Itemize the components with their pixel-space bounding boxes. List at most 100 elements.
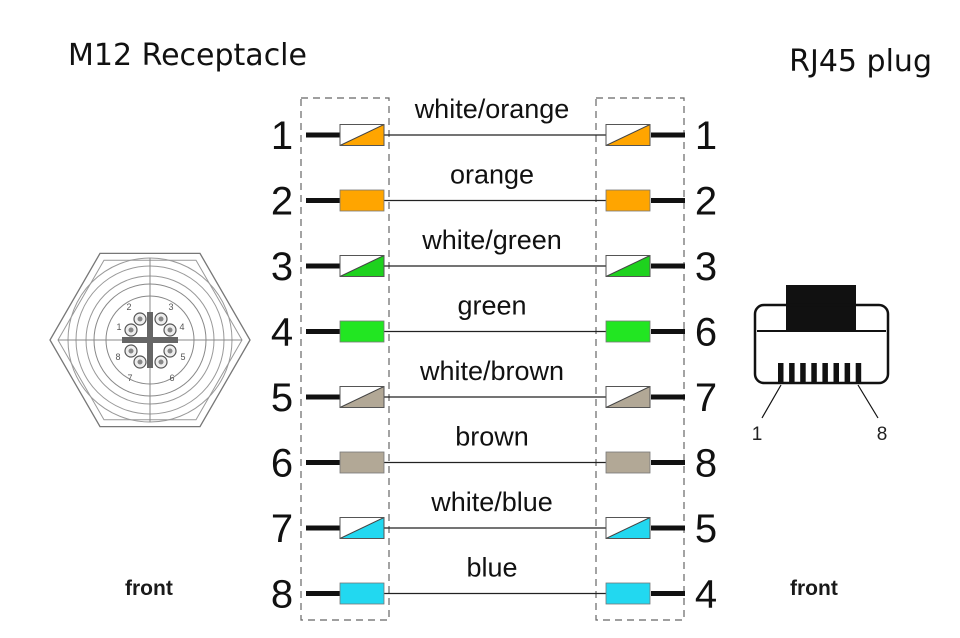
m12-pin-hole bbox=[167, 327, 173, 333]
wire-color-label: orange bbox=[450, 160, 534, 190]
right-wire-swatch bbox=[605, 189, 651, 212]
m12-receptacle-title: M12 Receptacle bbox=[68, 38, 307, 73]
rj45-contact bbox=[789, 363, 795, 382]
rj45-contact bbox=[778, 363, 784, 382]
left-wire-swatch bbox=[339, 189, 385, 212]
right-wire-diagonal bbox=[605, 386, 651, 408]
right-wire-swatch-border bbox=[605, 124, 651, 146]
m12-face-number: 3 bbox=[168, 302, 173, 312]
rj45-front-label: front bbox=[790, 577, 838, 600]
left-pin-number: 7 bbox=[271, 507, 293, 551]
right-pin-number: 1 bbox=[695, 114, 717, 158]
right-wire-swatch-border bbox=[605, 386, 651, 408]
wire-color-label: white/green bbox=[421, 225, 562, 255]
left-pin-stub bbox=[306, 525, 340, 531]
left-pin-stub bbox=[306, 198, 340, 203]
rj45-contact bbox=[822, 363, 828, 382]
left-pin-number: 8 bbox=[271, 573, 293, 617]
left-pin-stub bbox=[306, 263, 340, 269]
wire-color-label: blue bbox=[466, 553, 517, 583]
wire-color-label: white/brown bbox=[419, 356, 564, 386]
right-pin-stub bbox=[651, 591, 685, 596]
right-pin-number: 5 bbox=[695, 507, 717, 551]
rj45-contact bbox=[800, 363, 806, 382]
left-wire-swatch-border bbox=[339, 517, 385, 539]
left-wire-swatch-border bbox=[339, 124, 385, 146]
right-wire-diagonal bbox=[605, 255, 651, 277]
wire-color-label: brown bbox=[455, 422, 529, 452]
rj45-pin1-leader bbox=[761, 384, 782, 419]
right-wire-swatch bbox=[605, 582, 651, 605]
right-pin-number: 6 bbox=[695, 311, 717, 355]
left-wire-swatch-border bbox=[339, 386, 385, 408]
m12-pin-hole bbox=[128, 348, 134, 354]
left-wire-diagonal bbox=[339, 124, 385, 146]
rj45-contact bbox=[833, 363, 839, 382]
right-pin-stub bbox=[651, 460, 685, 465]
left-pin-number: 3 bbox=[271, 245, 293, 289]
rj45-pin8-leader bbox=[857, 384, 879, 419]
left-pin-stub bbox=[306, 329, 340, 334]
wire-row: 6 8 brown bbox=[271, 422, 717, 486]
m12-face-number: 7 bbox=[127, 373, 132, 383]
left-pin-number: 1 bbox=[271, 114, 293, 158]
left-wire-diagonal bbox=[339, 517, 385, 539]
left-pin-number: 6 bbox=[271, 442, 293, 486]
rj45-contact bbox=[855, 363, 862, 382]
m12-pin-hole bbox=[158, 359, 164, 365]
m12-face-number: 2 bbox=[126, 302, 131, 312]
wire-row: 5 7 white/brown bbox=[271, 356, 717, 420]
left-pin-number: 5 bbox=[271, 376, 293, 420]
left-pin-number: 4 bbox=[271, 311, 293, 355]
rj45-plug-title: RJ45 plug bbox=[789, 44, 932, 79]
right-pin-stub bbox=[651, 394, 685, 400]
m12-face-number: 4 bbox=[179, 322, 184, 332]
right-pin-number: 2 bbox=[695, 180, 717, 224]
m12-pin-hole bbox=[167, 348, 173, 354]
m12-pin-hole bbox=[158, 316, 164, 322]
m12-pin-box bbox=[300, 97, 390, 621]
right-pin-stub bbox=[651, 329, 685, 334]
wire-row: 7 5 white/blue bbox=[271, 487, 717, 551]
right-wire-swatch-border bbox=[605, 255, 651, 277]
right-pin-stub bbox=[651, 132, 685, 138]
m12-front-label: front bbox=[125, 577, 173, 600]
left-pin-number: 2 bbox=[271, 180, 293, 224]
rj45-latch bbox=[786, 285, 856, 331]
left-pin-stub bbox=[306, 591, 340, 596]
right-pin-number: 7 bbox=[695, 376, 717, 420]
m12-pin-hole bbox=[137, 359, 143, 365]
right-wire-swatch bbox=[605, 320, 651, 343]
left-wire-swatch bbox=[339, 451, 385, 474]
left-wire-swatch bbox=[339, 582, 385, 605]
m12-face-number: 6 bbox=[169, 373, 174, 383]
right-pin-stub bbox=[651, 198, 685, 203]
right-pin-number: 3 bbox=[695, 245, 717, 289]
right-wire-swatch bbox=[605, 451, 651, 474]
right-pin-stub bbox=[651, 263, 685, 269]
wire-row: 2 2 orange bbox=[271, 160, 717, 224]
m12-face-number: 5 bbox=[180, 352, 185, 362]
left-pin-stub bbox=[306, 460, 340, 465]
left-wire-swatch-border bbox=[339, 255, 385, 277]
wire-color-label: white/orange bbox=[414, 94, 570, 124]
left-pin-stub bbox=[306, 394, 340, 400]
right-wire-swatch-border bbox=[605, 517, 651, 539]
right-pin-number: 8 bbox=[695, 442, 717, 486]
hex-nut-outline bbox=[49, 252, 251, 428]
wire-row: 8 4 blue bbox=[271, 553, 717, 617]
rj45-pin-8-label: 8 bbox=[877, 424, 888, 445]
wire-color-label: white/blue bbox=[430, 487, 553, 517]
connector-boxes bbox=[300, 97, 685, 621]
right-pin-number: 4 bbox=[695, 573, 717, 617]
rj45-pin-box bbox=[595, 97, 685, 621]
wire-row: 3 3 white/green bbox=[271, 225, 717, 289]
left-wire-diagonal bbox=[339, 255, 385, 277]
right-pin-stub bbox=[651, 525, 685, 531]
rj45-contact bbox=[811, 363, 817, 382]
